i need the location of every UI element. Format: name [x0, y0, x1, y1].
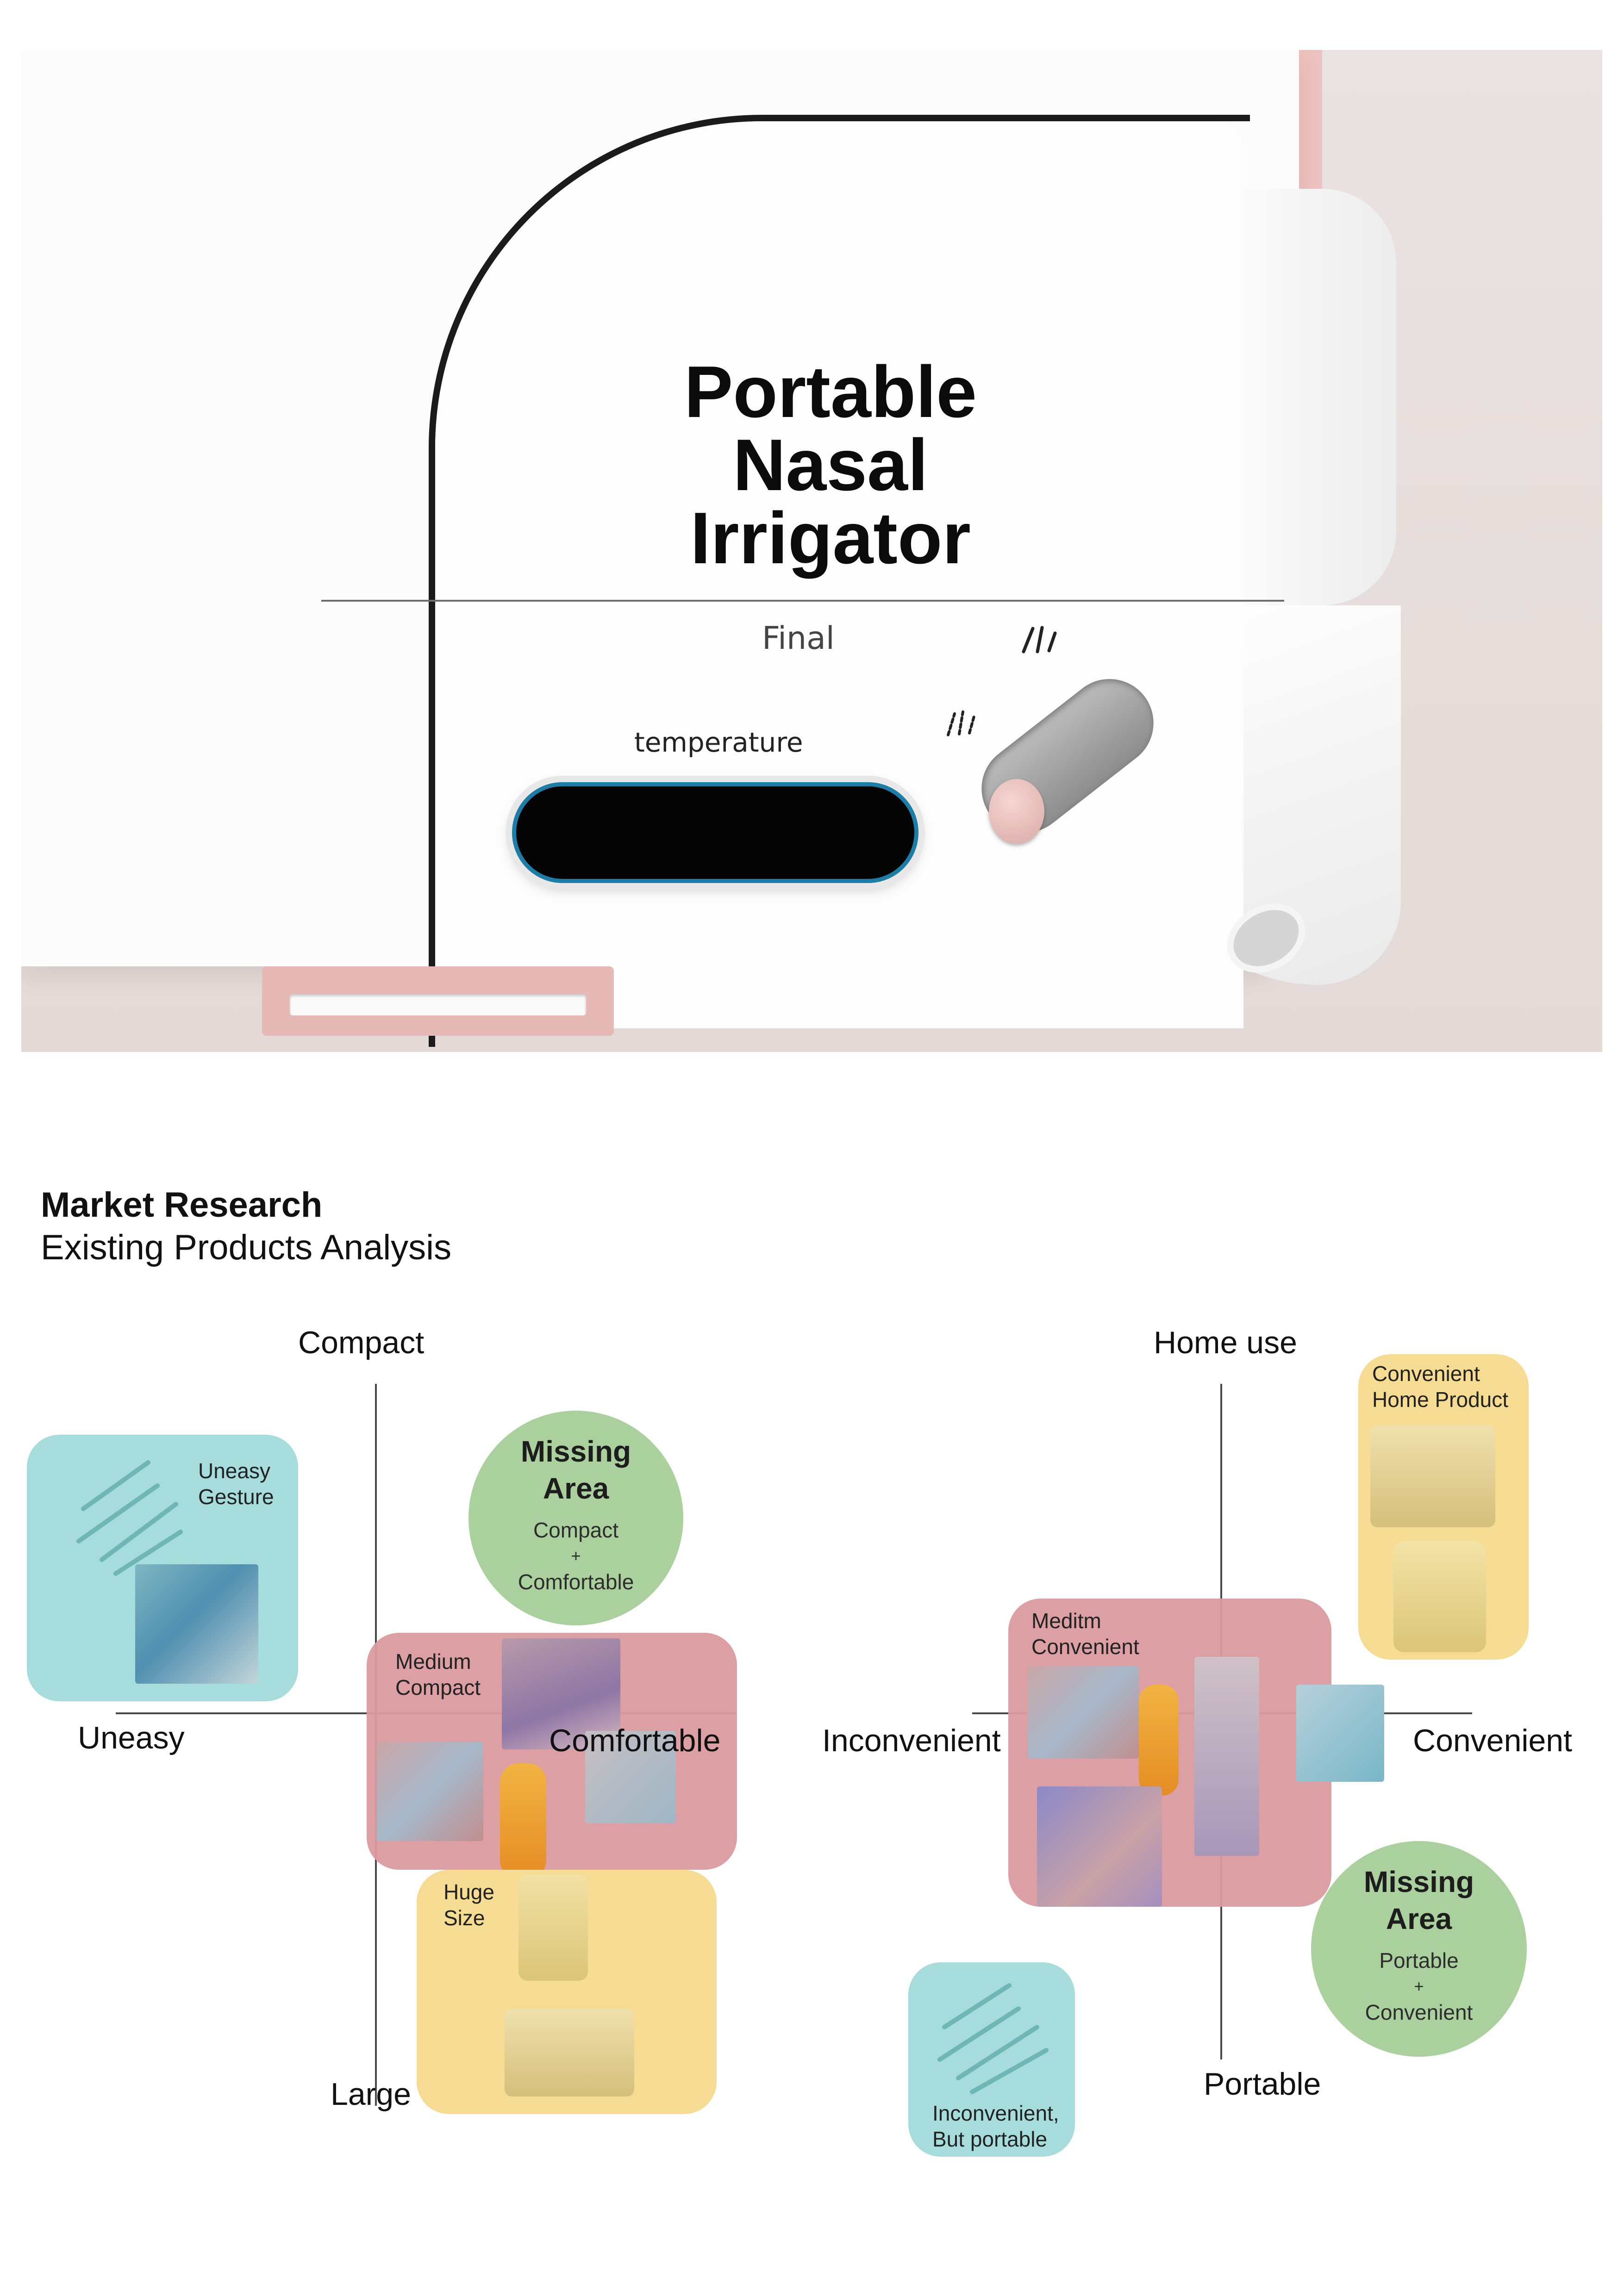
syringes-illustration-2: [937, 1983, 1049, 2094]
photo-woman-nasal: [585, 1731, 676, 1823]
photo-nasal-spray-small: [1296, 1685, 1384, 1782]
chart1-axis-right-label: Comfortable: [549, 1723, 721, 1758]
hero-render: Portable Nasal Irrigator Final temperatu…: [21, 50, 1602, 1052]
hero-subtitle: Final: [762, 620, 835, 657]
photo-woman-bottle: [377, 1742, 483, 1841]
photo-duck-bottle: [500, 1763, 546, 1879]
missing-area-1: Missing Area Compact + Comfortable: [468, 1411, 683, 1625]
chart2-axis-bottom-label: Portable: [1204, 2066, 1321, 2102]
missing-area-1-sub-2: +: [571, 1546, 581, 1565]
syringes-illustration: [76, 1460, 183, 1576]
chart2-axis-top-label: Home use: [1154, 1325, 1297, 1360]
missing-area-2-sub-1: Portable: [1379, 1948, 1459, 1972]
hero-title-line-2: Nasal: [733, 424, 928, 506]
chart2-axis-left-label: Inconvenient: [822, 1723, 1001, 1758]
hero-title-line-3: Irrigator: [690, 498, 971, 579]
hero-title-line-1: Portable: [684, 351, 977, 433]
bottom-clip-slot: [290, 994, 586, 1015]
chart1-axis-bottom-label: Large: [331, 2077, 411, 2112]
spray-strong-icon: [1022, 626, 1057, 653]
chart1-axis-top-label: Compact: [298, 1325, 425, 1360]
spray-slider-knob[interactable]: [989, 779, 1044, 844]
missing-area-1-title-1: Missing: [520, 1435, 631, 1468]
group-huge-size-label: Huge Size: [443, 1880, 494, 1930]
group-convenient-home-label: Convenient Home Product: [1372, 1362, 1509, 1412]
chart2-axis-right-label: Convenient: [1413, 1723, 1573, 1758]
photo-duck-bottle-2: [1139, 1685, 1179, 1796]
missing-area-2-sub-3: Convenient: [1365, 2000, 1473, 2024]
photo-irrigator-unit: [518, 1874, 588, 1981]
temperature-label: temperature: [634, 727, 803, 758]
photo-irrigator-kit-2: [1370, 1425, 1495, 1527]
missing-area-1-sub-1: Compact: [533, 1518, 619, 1542]
chart1-axis-left-label: Uneasy: [78, 1720, 185, 1755]
missing-area-2-title-2: Area: [1386, 1902, 1452, 1935]
missing-area-2-sub-2: +: [1414, 1977, 1424, 1996]
photo-woman-nasal-2: [1037, 1786, 1162, 1907]
group-medium-compact-label: Medium Compact: [395, 1649, 481, 1699]
missing-area-2-title-1: Missing: [1363, 1865, 1474, 1898]
photo-woman-bottle-2: [1028, 1666, 1139, 1759]
photo-irrigator-kit: [505, 2009, 634, 2097]
spray-weak-icon: [947, 710, 975, 736]
photo-nasal-rinse-face: [135, 1564, 258, 1684]
market-heading: Market Research: [41, 1185, 323, 1225]
missing-area-1-sub-3: Comfortable: [518, 1570, 634, 1594]
group-inconvenient-portable-label: Inconvenient, But portable: [932, 2101, 1059, 2151]
title-divider: [321, 600, 1284, 602]
market-subheading: Existing Products Analysis: [41, 1228, 452, 1267]
group-meditm-convenient-label: Meditm Convenient: [1031, 1609, 1139, 1659]
photo-irrigator-unit-2: [1393, 1541, 1486, 1652]
missing-area-2: Missing Area Portable + Convenient: [1311, 1841, 1527, 2057]
photo-spray-device: [1194, 1657, 1259, 1856]
missing-area-1-title-2: Area: [543, 1472, 609, 1505]
temperature-display: [512, 782, 918, 883]
group-uneasy-gesture-label: Uneasy Gesture: [198, 1459, 274, 1509]
